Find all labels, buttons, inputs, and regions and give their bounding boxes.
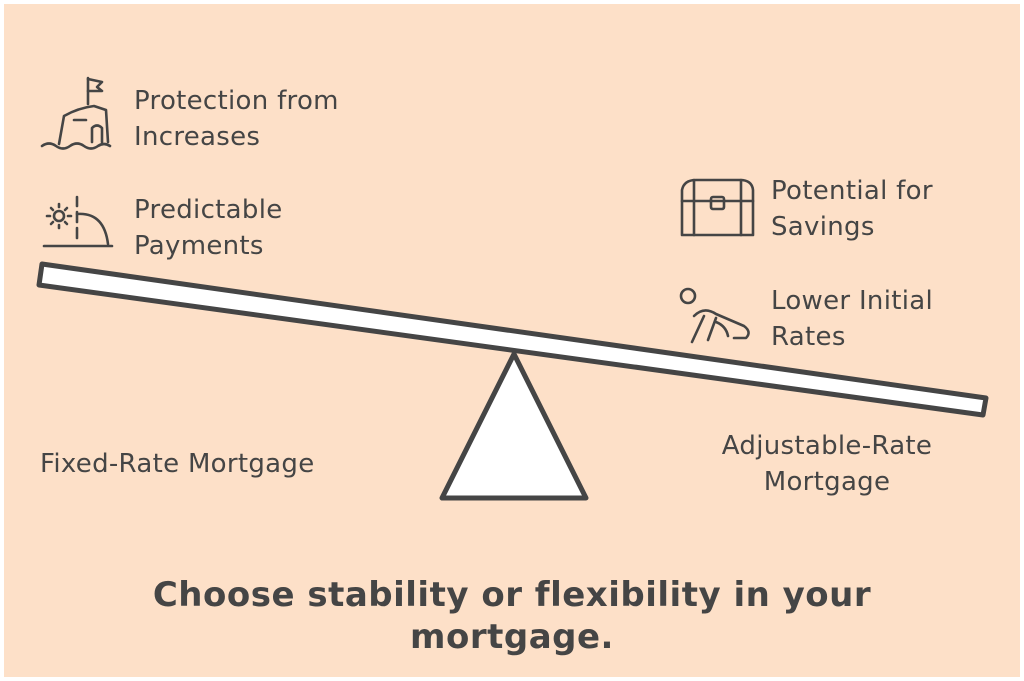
seesaw-plank xyxy=(36,261,989,418)
adjustable-rate-label-line: Mortgage xyxy=(763,467,891,497)
fixed-rate-label-text: Fixed-Rate Mortgage xyxy=(40,449,315,479)
adjustable-rate-label-line: Adjustable-Rate xyxy=(721,431,933,461)
conclusion-line: Choose stability or flexibility in your xyxy=(152,575,872,615)
conclusion-text: Choose stability or flexibility in your … xyxy=(4,574,1020,658)
seesaw-scene xyxy=(36,76,989,501)
benefit-label-savings: Potential for Savings xyxy=(771,173,933,245)
benefit-label-line: Potential for xyxy=(771,176,933,206)
benefit-label-line: Rates xyxy=(771,322,846,352)
benefit-label-line: Increases xyxy=(134,122,261,152)
crawling-person-icon xyxy=(679,287,750,344)
sunrise-icon xyxy=(42,195,114,248)
diagram-canvas: Protection from Increases Predictable Pa… xyxy=(4,4,1020,677)
benefit-label-lower-rates: Lower Initial Rates xyxy=(771,283,933,355)
adjustable-rate-label: Adjustable-Rate Mortgage xyxy=(690,428,964,500)
conclusion-line: mortgage. xyxy=(410,617,614,657)
benefit-label-line: Savings xyxy=(771,212,875,242)
benefit-label-line: Lower Initial xyxy=(771,286,933,316)
benefit-label-line: Payments xyxy=(134,231,264,261)
benefit-label-predictable: Predictable Payments xyxy=(134,192,283,264)
castle-icon xyxy=(40,76,112,150)
benefit-label-protection: Protection from Increases xyxy=(134,83,339,155)
treasure-chest-icon xyxy=(680,178,755,237)
seesaw-fulcrum xyxy=(439,351,589,501)
fixed-rate-label: Fixed-Rate Mortgage xyxy=(40,446,315,482)
benefit-label-line: Predictable xyxy=(134,195,283,225)
benefit-label-line: Protection from xyxy=(134,86,339,116)
